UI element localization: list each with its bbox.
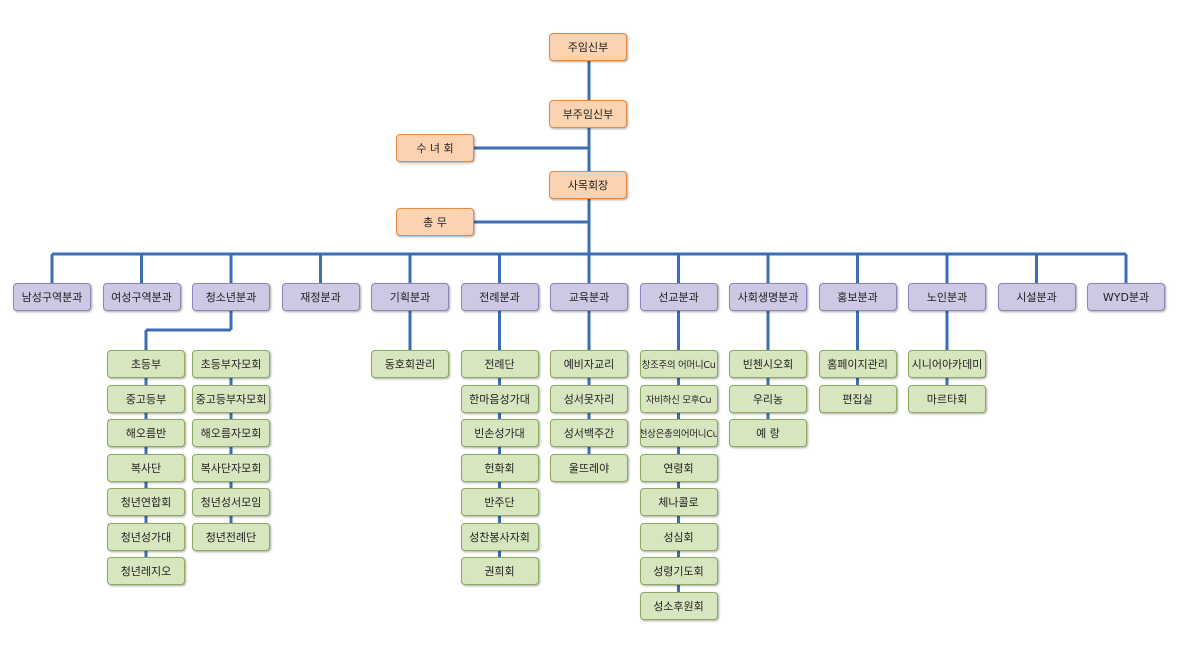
group-box: 헌화회 — [460, 453, 539, 482]
group-box: 청년성가대 — [107, 522, 185, 551]
department-box: 전례분과 — [460, 283, 539, 311]
department-box: 청소년분과 — [192, 283, 270, 311]
department-box: 시설분과 — [997, 283, 1076, 311]
group-box: 청년성서모임 — [192, 488, 270, 516]
group-box: 성소후원회 — [639, 591, 718, 620]
department-box: WYD분과 — [1087, 283, 1165, 311]
pastor-box: 주임신부 — [549, 33, 627, 61]
group-box: 반주단 — [460, 488, 539, 516]
group-box: 복사단 — [107, 453, 185, 482]
department-box: 사회생명분과 — [729, 283, 807, 311]
group-box: 우리농 — [729, 384, 807, 413]
group-box: 시니어아카데미 — [908, 350, 986, 378]
group-box: 해오름반 — [107, 419, 185, 447]
group-box: 한마음성가대 — [460, 384, 539, 413]
group-box: 중고등부자모회 — [192, 384, 270, 413]
council-president-box: 사목회장 — [549, 171, 627, 199]
group-box: 빈손성가대 — [460, 419, 539, 447]
department-box: 교육분과 — [550, 283, 628, 311]
group-box: 예비자교리 — [550, 350, 628, 378]
group-box: 권희회 — [460, 557, 539, 585]
sisters-box: 수 녀 회 — [396, 134, 474, 162]
group-box: 마르타회 — [908, 384, 986, 413]
department-box: 기획분과 — [371, 283, 449, 311]
group-box: 성서못자리 — [550, 384, 628, 413]
department-box: 재정분과 — [281, 283, 360, 311]
group-box: 성찬봉사자회 — [460, 522, 539, 551]
department-box: 노인분과 — [908, 283, 986, 311]
group-box: 천상은총의어머니Cu — [639, 419, 718, 447]
group-box: 전례단 — [460, 350, 539, 378]
group-box: 편집실 — [818, 384, 897, 413]
group-box: 동호회관리 — [371, 350, 449, 378]
group-box: 청년레지오 — [107, 557, 185, 585]
group-box: 복사단자모회 — [192, 453, 270, 482]
group-box: 성서백주간 — [550, 419, 628, 447]
group-box: 청년연합회 — [107, 488, 185, 516]
group-box: 체나콜로 — [639, 488, 718, 516]
group-box: 초등부자모회 — [192, 350, 270, 378]
department-box: 홍보분과 — [818, 283, 897, 311]
group-box: 자비하신 모후Cu — [639, 384, 718, 413]
group-box: 창조주의 어머니Cu — [639, 350, 718, 378]
group-box: 초등부 — [107, 350, 185, 378]
group-box: 성령기도회 — [639, 557, 718, 585]
group-box: 홈페이지관리 — [818, 350, 897, 378]
department-box: 여성구역분과 — [102, 283, 181, 311]
group-box: 울뜨레야 — [550, 453, 628, 482]
department-box: 선교분과 — [639, 283, 718, 311]
group-box: 중고등부 — [107, 384, 185, 413]
department-box: 남성구역분과 — [13, 283, 91, 311]
group-box: 성심회 — [639, 522, 718, 551]
group-box: 빈첸시오회 — [729, 350, 807, 378]
group-box: 청년전례단 — [192, 522, 270, 551]
general-affairs-box: 총 무 — [396, 208, 474, 236]
group-box: 연령회 — [639, 453, 718, 482]
assistant-pastor-box: 부주임신부 — [549, 100, 627, 128]
group-box: 해오름자모회 — [192, 419, 270, 447]
group-box: 예 랑 — [729, 419, 807, 447]
